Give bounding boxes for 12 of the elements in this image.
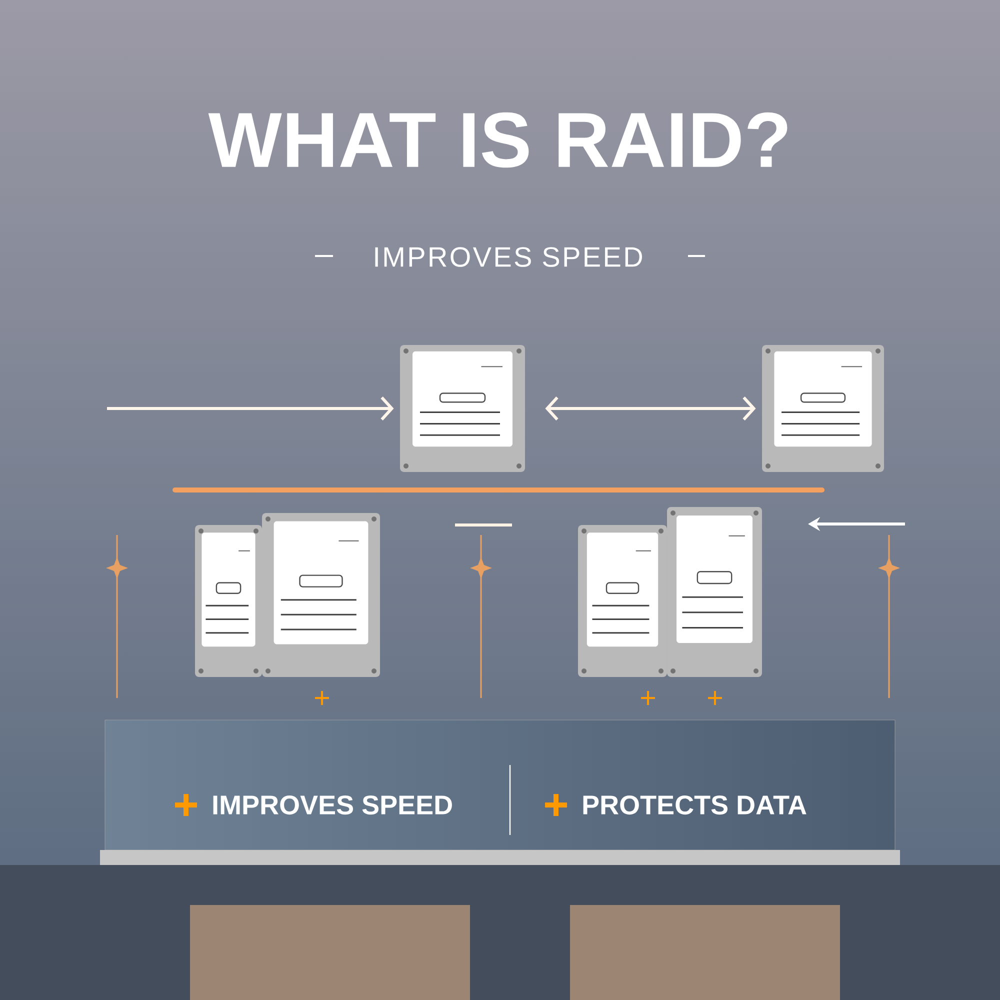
title: WHAT IS RAID? bbox=[208, 112, 788, 168]
hard-drive-drawing bbox=[400, 345, 525, 472]
arrow bbox=[545, 396, 756, 421]
hard-drive-drawing bbox=[578, 525, 667, 677]
feature-label: IMPROVES SPEED bbox=[213, 795, 452, 815]
feature-label: PROTECTS DATA bbox=[583, 795, 806, 815]
hard-drive-drawing bbox=[195, 525, 262, 677]
subtitle: IMPROVES SPEED bbox=[375, 247, 642, 267]
hard-drive-drawing bbox=[262, 513, 380, 677]
hard-drive-drawing bbox=[762, 345, 884, 472]
arrow bbox=[107, 396, 394, 421]
hard-drive-drawing bbox=[667, 507, 762, 677]
